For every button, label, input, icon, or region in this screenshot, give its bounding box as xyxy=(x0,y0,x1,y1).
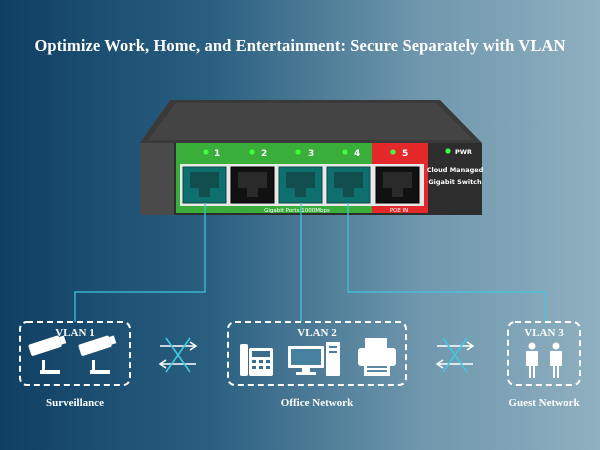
port-number: 2 xyxy=(261,149,267,159)
port-1-indicator: 1 xyxy=(203,149,220,159)
port-number: 3 xyxy=(308,149,314,159)
vlan-2-group: VLAN 2 xyxy=(227,321,407,409)
rj45-port-3 xyxy=(278,166,323,204)
rj45-port-2 xyxy=(230,166,275,204)
led-icon xyxy=(203,149,209,155)
led-icon xyxy=(342,149,348,155)
headline: Optimize Work, Home, and Entertainment: … xyxy=(34,36,566,55)
person-icon xyxy=(526,342,538,378)
phone-icon xyxy=(240,344,273,376)
port-2-indicator: 2 xyxy=(249,149,267,159)
crossed-arrows-icon xyxy=(435,337,475,373)
pwr-label: PWR xyxy=(455,148,472,156)
led-icon xyxy=(249,149,255,155)
led-icon xyxy=(295,149,301,155)
rj45-port-1 xyxy=(182,166,227,204)
poe-in-label: POE IN xyxy=(390,208,409,214)
camera-icon xyxy=(78,335,117,374)
port-number: 5 xyxy=(402,149,408,159)
vlan-1-caption: Surveillance xyxy=(46,397,104,409)
connection-lines xyxy=(74,203,546,322)
vlan-3-group: VLAN 3 Guest Network xyxy=(507,321,581,409)
vlan-2-title: VLAN 2 xyxy=(297,327,337,339)
port-5-indicator: 5 xyxy=(390,149,408,159)
vlan-3-box xyxy=(507,321,581,386)
switch-side-panel xyxy=(140,143,174,215)
model-line-1: Cloud Managed xyxy=(427,166,484,174)
port-4-indicator: 4 xyxy=(342,149,360,159)
vlan-2-box xyxy=(227,321,407,386)
vlan-1-title: VLAN 1 xyxy=(55,327,94,339)
printer-icon xyxy=(358,338,396,376)
rj45-port-5 xyxy=(375,166,420,204)
gigabit-ports-label: Gigabit Ports:1000Mbps xyxy=(264,208,330,214)
person-icon xyxy=(550,342,562,378)
vlan-1-box xyxy=(19,321,131,386)
computer-icon xyxy=(288,342,340,376)
vlan-3-title: VLAN 3 xyxy=(524,327,564,339)
vlan-3-caption: Guest Network xyxy=(508,397,580,409)
crossed-arrows-icon xyxy=(158,337,198,373)
camera-icon xyxy=(28,335,67,374)
port-number: 4 xyxy=(354,149,360,159)
led-icon xyxy=(390,149,396,155)
rj45-port-4 xyxy=(326,166,371,204)
port-3-indicator: 3 xyxy=(295,149,314,159)
port-number: 1 xyxy=(214,149,220,159)
vlan-1-group: VLAN 1 Surveillance xyxy=(19,321,131,409)
vlan3-link xyxy=(347,203,546,322)
model-line-2: Gigabit Switch xyxy=(428,178,482,186)
vlan1-link xyxy=(74,203,206,322)
vlan-2-caption: Office Network xyxy=(281,397,354,409)
network-switch: 1 2 3 4 5 xyxy=(140,100,484,215)
power-led-icon xyxy=(445,148,451,154)
